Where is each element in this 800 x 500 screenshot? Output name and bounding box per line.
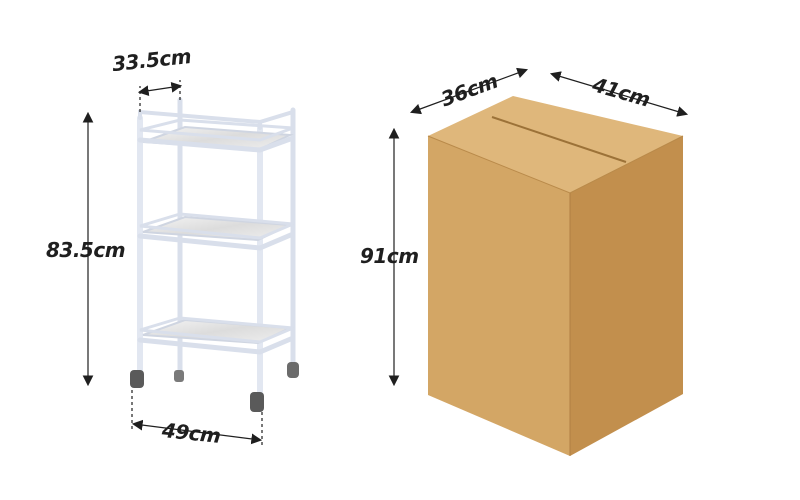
storage-cart xyxy=(137,97,296,395)
box-dimension-guides xyxy=(388,67,689,387)
cart-dimension-guides xyxy=(82,80,263,446)
cart-wheels xyxy=(130,362,299,412)
box-height-label: 91cm xyxy=(360,244,419,268)
cart-height-label: 83.5cm xyxy=(46,238,126,262)
cardboard-box xyxy=(427,96,684,456)
